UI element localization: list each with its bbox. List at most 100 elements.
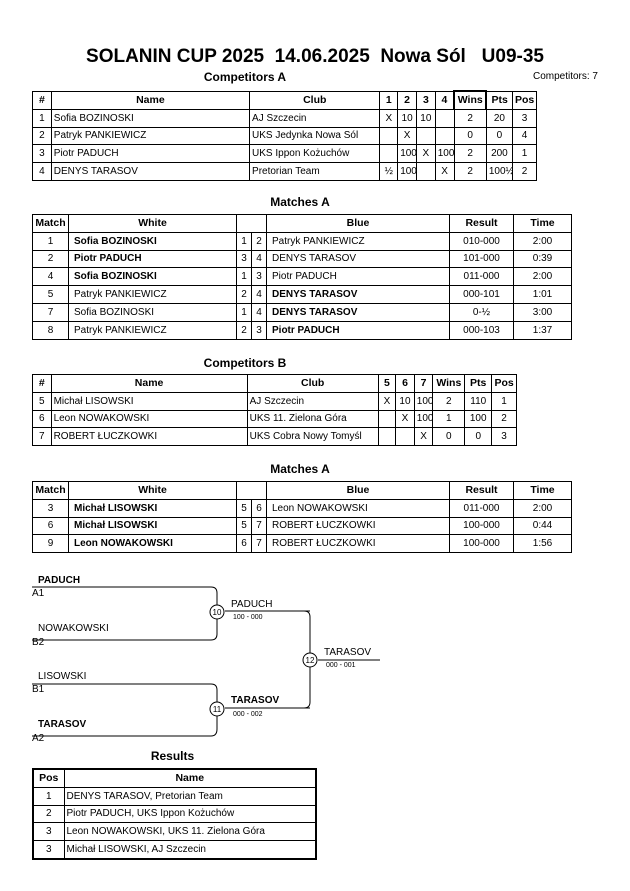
time-cell: 3:00	[513, 302, 572, 322]
col-header: Result	[449, 481, 514, 500]
cell: 110	[464, 391, 493, 411]
col-header	[236, 214, 267, 233]
table-row: 4 DENYS TARASOV Pretorian Team ½ 100 X 2…	[32, 162, 538, 181]
cell	[415, 126, 436, 146]
bracket-winner-name: PADUCH	[231, 599, 273, 610]
bracket-score: 000 - 002	[233, 711, 263, 718]
time-cell: 1:56	[513, 534, 572, 554]
match-number-cell: 5	[32, 285, 69, 304]
blue-name-cell: Leon NOWAKOWSKI	[266, 498, 450, 518]
col-header: Wins	[453, 89, 488, 110]
blue-name-cell: Piotr PADUCH	[266, 320, 450, 340]
result-cell: 011-000	[449, 498, 514, 518]
result-cell: 101-000	[449, 249, 514, 269]
col-header: Match	[32, 481, 69, 500]
cell: Michał LISOWSKI, AJ Szczecin	[63, 840, 317, 860]
cell: 1	[511, 144, 538, 164]
table-row: 1 Sofia BOZINOSKI AJ Szczecin X 10 10 2 …	[32, 108, 538, 128]
matches-a2-title: Matches A	[270, 462, 330, 476]
cell: DENYS TARASOV	[50, 162, 251, 181]
table-row: 2 Patryk PANKIEWICZ UKS Jedynka Nowa Sól…	[32, 126, 538, 146]
white-name-cell: Patryk PANKIEWICZ	[68, 285, 237, 304]
match-number-cell: 9	[32, 534, 69, 554]
col-header: 5	[377, 374, 397, 393]
result-cell: 100-000	[449, 534, 514, 554]
col-header: Pts	[485, 90, 513, 110]
cell: 0	[453, 126, 487, 146]
match-number: 10	[213, 608, 222, 617]
blue-seed-cell: 7	[251, 534, 267, 554]
cell: 1	[32, 108, 52, 128]
white-name-cell: Sofia BOZINOSKI	[68, 302, 237, 322]
bracket-entry-seed: A2	[32, 733, 45, 744]
cell: X	[379, 108, 399, 128]
white-seed-cell: 5	[236, 516, 252, 536]
bracket-winner-name: TARASOV	[231, 695, 280, 706]
result-cell: 000-101	[449, 285, 514, 304]
cell: 2	[32, 804, 65, 824]
col-header: 1	[379, 90, 399, 110]
col-header	[236, 481, 267, 500]
cell: UKS 11. Zielona Góra	[246, 409, 379, 429]
table-row: 7 ROBERT ŁUCZKOWKI UKS Cobra Nowy Tomyśl…	[32, 427, 517, 447]
col-header: Club	[246, 374, 379, 393]
competitors-a-table: # Name Club 1 2 3 4 Wins Pts Pos 1 Sofia…	[32, 89, 538, 181]
cell: X	[377, 391, 397, 411]
cell: 2	[453, 108, 487, 128]
cell: ½	[379, 162, 399, 181]
results-table: Pos Name 1 DENYS TARASOV, Pretorian Team…	[32, 768, 317, 860]
cell	[395, 427, 415, 447]
cell: 100½	[485, 162, 513, 181]
col-header: 7	[413, 374, 434, 393]
time-cell: 0:44	[513, 516, 572, 536]
blue-seed-cell: 4	[251, 249, 267, 269]
cell: Pretorian Team	[249, 162, 381, 181]
bracket-entry-seed: B1	[32, 684, 45, 695]
cell: ROBERT ŁUCZKOWKI	[50, 427, 248, 447]
col-header: Blue	[266, 481, 450, 500]
white-seed-cell: 2	[236, 285, 252, 304]
blue-name-cell: ROBERT ŁUCZKOWKI	[266, 534, 450, 554]
cell: X	[397, 126, 417, 146]
cell: 1	[432, 409, 466, 429]
match-number-cell: 1	[32, 231, 69, 251]
cell: 2	[432, 391, 466, 411]
blue-seed-cell: 3	[251, 267, 267, 287]
blue-name-cell: Patryk PANKIEWICZ	[266, 231, 450, 251]
cell: Patryk PANKIEWICZ	[50, 126, 251, 146]
bracket-entry-name: PADUCH	[38, 575, 81, 586]
cell: 2	[32, 126, 52, 146]
cell: 0	[432, 427, 466, 447]
white-name-cell: Piotr PADUCH	[68, 249, 237, 269]
white-seed-cell: 2	[236, 320, 252, 340]
blue-seed-cell: 3	[251, 320, 267, 340]
cell: 6	[32, 409, 52, 429]
bracket-entry-name: LISOWSKI	[38, 671, 87, 682]
cell: 10	[397, 108, 417, 128]
cell	[379, 144, 399, 164]
cell: 2	[453, 144, 487, 164]
match-number: 11	[213, 705, 222, 714]
cell: UKS Ippon Kożuchów	[249, 144, 381, 164]
cell: X	[415, 144, 436, 164]
cell: DENYS TARASOV, Pretorian Team	[63, 786, 317, 806]
cell: Michał LISOWSKI	[50, 391, 248, 411]
white-seed-cell: 1	[236, 231, 252, 251]
cell: 1	[491, 391, 517, 411]
col-header: #	[32, 374, 52, 393]
table-row: 5 Michał LISOWSKI AJ Szczecin X 10 100 2…	[32, 391, 517, 411]
cell: Piotr PADUCH, UKS Ippon Kożuchów	[63, 804, 317, 824]
col-header: Wins	[432, 374, 466, 393]
cell: X	[413, 427, 434, 447]
col-header: Match	[32, 214, 69, 233]
cell: AJ Szczecin	[246, 391, 379, 411]
cell: 1	[32, 786, 65, 806]
result-cell: 0-½	[449, 302, 514, 322]
table-header-row: Match White Blue Result Time	[32, 481, 572, 500]
table-row: 3 Leon NOWAKOWSKI, UKS 11. Zielona Góra	[32, 822, 317, 842]
table-row: 2 Piotr PADUCH, UKS Ippon Kożuchów	[32, 804, 317, 824]
